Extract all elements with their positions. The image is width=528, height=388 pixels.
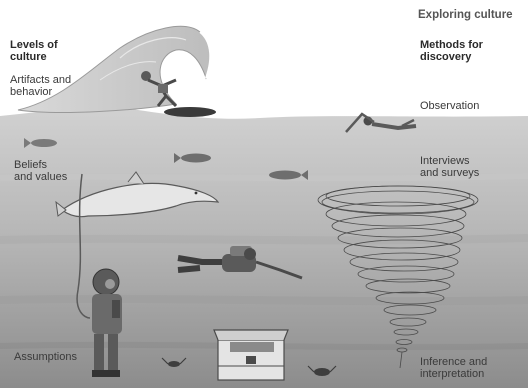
treasure-chest-icon: [214, 330, 288, 380]
level-artifacts-label: Artifacts and behavior: [10, 74, 71, 98]
levels-of-culture-header: Levels of culture: [10, 39, 58, 63]
method-inference-label: Inference and interpretation: [420, 356, 487, 380]
method-observation-label: Observation: [420, 100, 479, 112]
level-beliefs-label: Beliefs and values: [14, 159, 67, 183]
page-title: Exploring culture: [418, 9, 513, 21]
method-interviews-label: Interviews and surveys: [420, 155, 479, 179]
methods-for-discovery-header: Methods for discovery: [420, 39, 483, 63]
level-assumptions-label: Assumptions: [14, 351, 77, 363]
